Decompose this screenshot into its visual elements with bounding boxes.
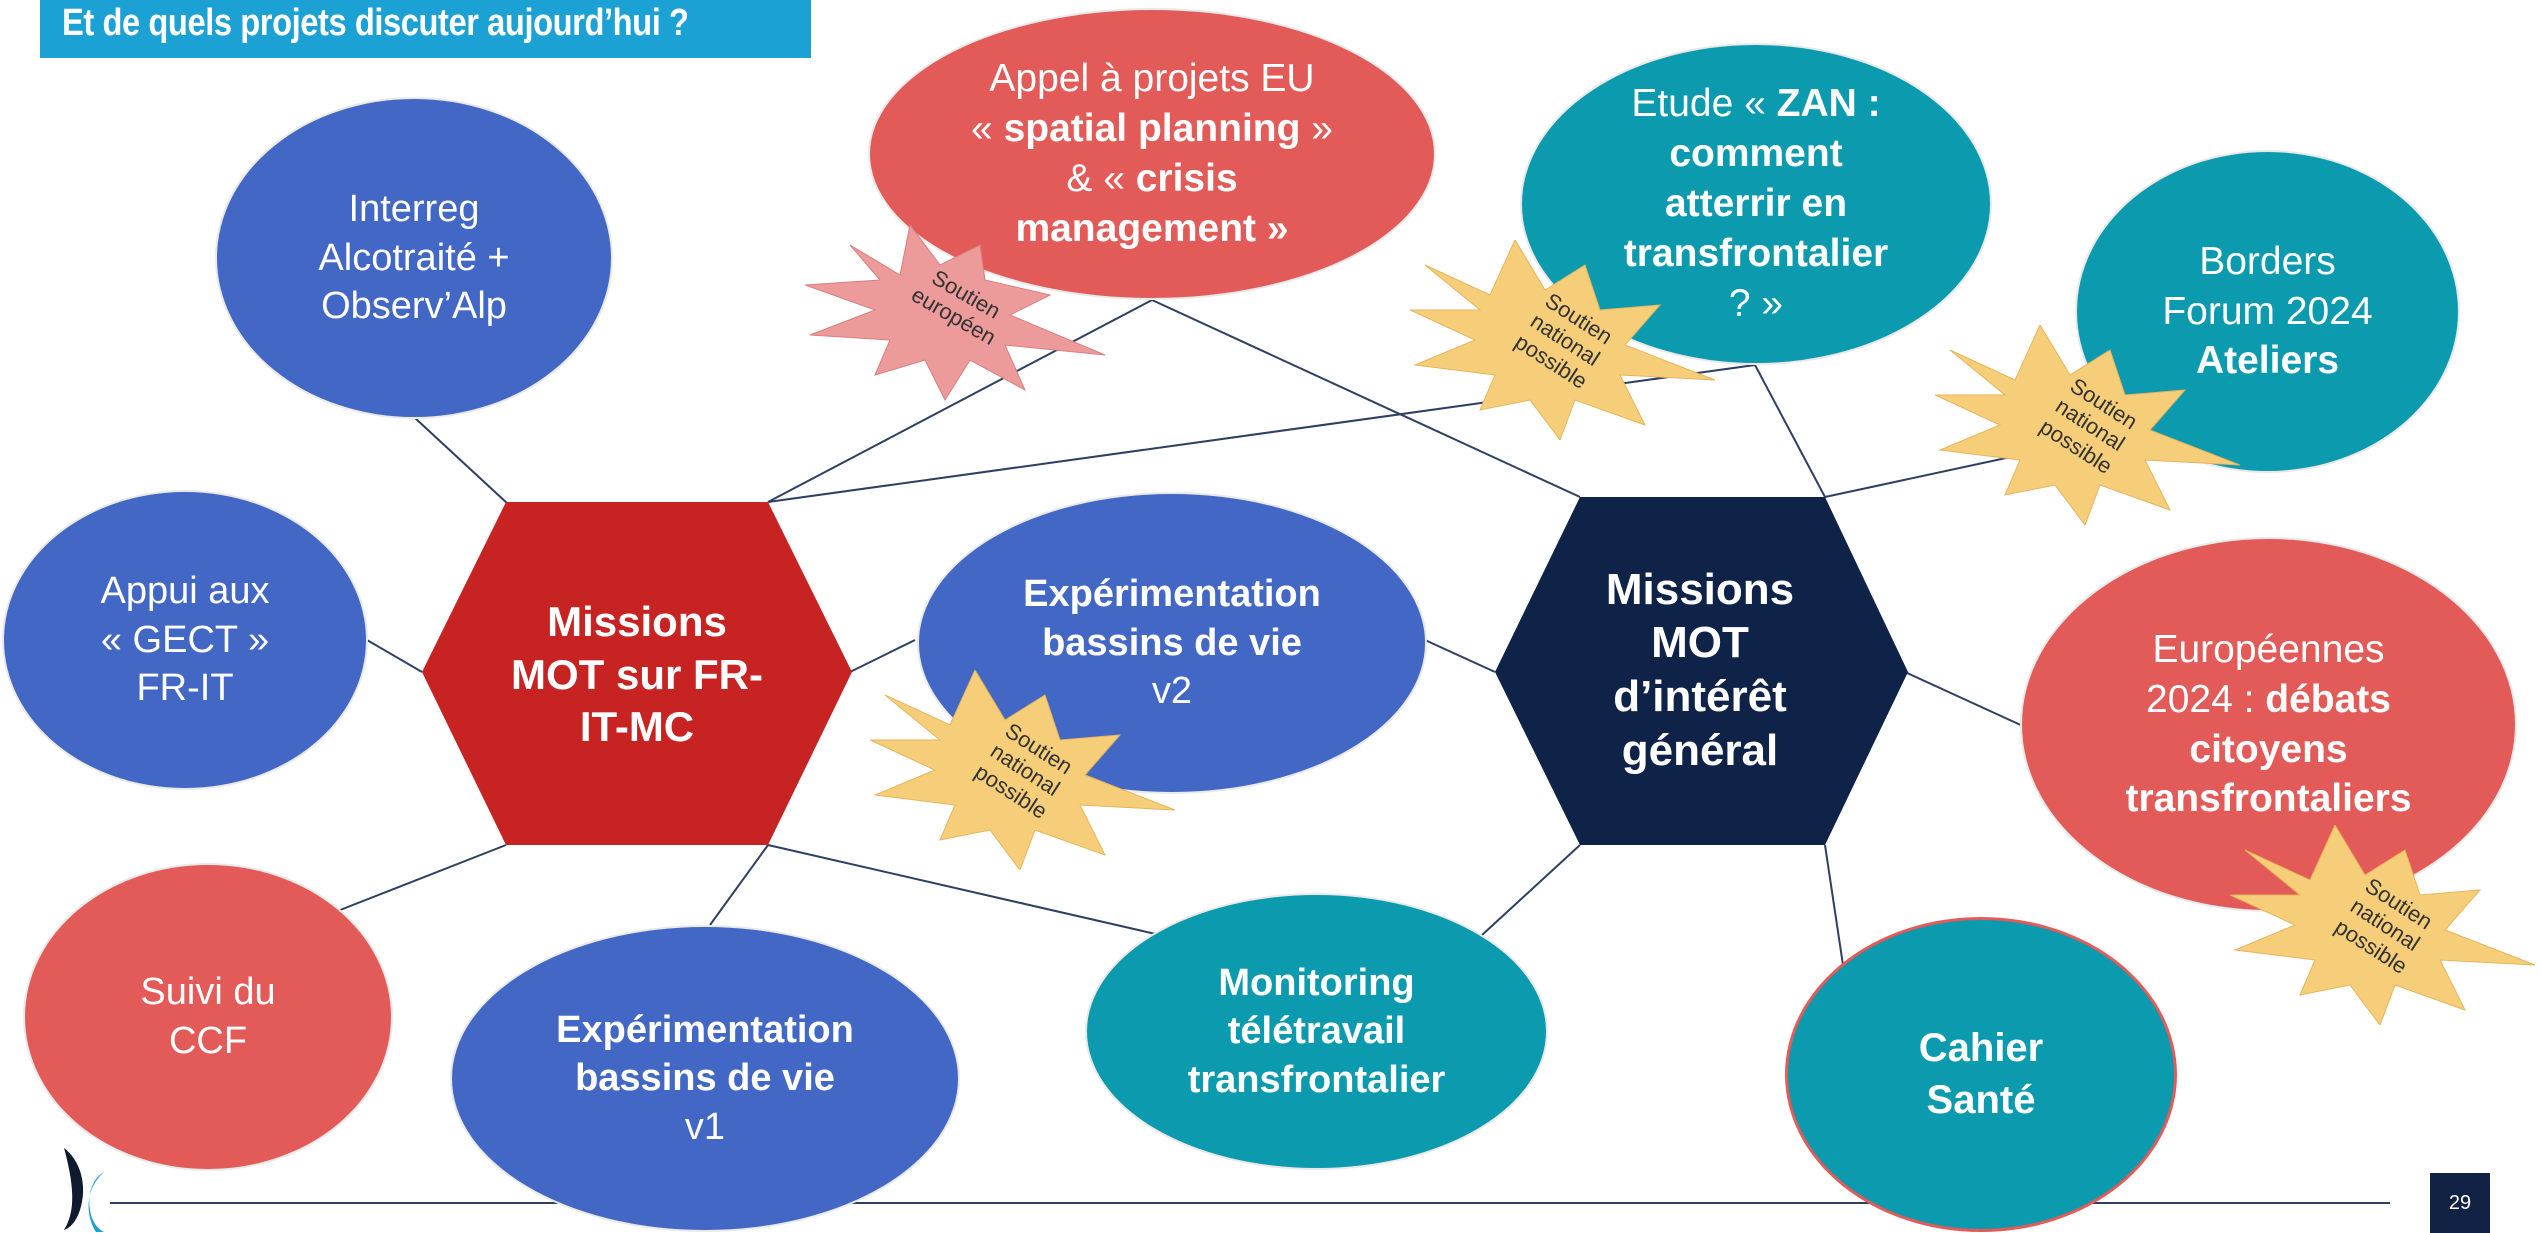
node-borders-line: Ateliers <box>2195 339 2340 383</box>
node-europeennes-text: 2024 : <box>2146 677 2266 721</box>
node-exp-v2-line: v2 <box>1151 670 1193 713</box>
hub-left-hexagon <box>422 502 852 845</box>
node-appui-line: FR-IT <box>136 667 234 710</box>
node-exp-v1-line: bassins de vie <box>575 1057 835 1100</box>
connector-line <box>767 299 1153 503</box>
node-interreg-line: Alcotraité + <box>318 236 510 279</box>
hub-left-line: MOT sur FR- <box>511 650 763 698</box>
connector-line <box>767 844 1161 936</box>
connector-line <box>334 844 507 913</box>
hub-left: Missions MOT sur FR- IT-MC <box>470 560 804 790</box>
node-exp-v2-line: Expérimentation <box>1023 573 1321 616</box>
starburst-icon <box>805 223 1106 402</box>
node-cahier-line: Cahier <box>1918 1026 2044 1071</box>
node-europeennes-line: Européennes <box>2152 627 2385 671</box>
page-title: Et de quels projets discuter aujourd’hui… <box>62 2 689 44</box>
connector-line <box>709 844 769 926</box>
node-appui-gect: Appui aux « GECT » FR-IT <box>2 490 368 790</box>
node-appel-projets-eu: Appel à projets EU « spatial planning » … <box>868 8 1436 300</box>
node-appel-text: crisis <box>1135 157 1238 200</box>
node-appui-line: « GECT » <box>100 618 270 661</box>
hub-left-line: IT-MC <box>579 703 695 751</box>
node-suivi-ccf: Suivi du CCF <box>23 863 393 1171</box>
node-borders-line: Borders <box>2199 239 2336 283</box>
node-appel-text: « <box>971 107 1004 151</box>
node-zan-text: Etude « <box>1631 82 1777 126</box>
hub-right-line: Missions <box>1605 564 1795 614</box>
connector-line <box>1904 671 2026 728</box>
node-monitoring-teletravail: Monitoring télétravail transfrontalier <box>1085 893 1548 1170</box>
node-exp-v2-line: bassins de vie <box>1042 621 1302 664</box>
hub-left-line: Missions <box>547 598 727 646</box>
connector-line <box>1151 299 1581 498</box>
node-suivi-line: Suivi du <box>140 971 276 1014</box>
starburst-icon <box>870 670 1176 870</box>
node-cahier-sante: Cahier Santé <box>1785 917 2177 1232</box>
node-exp-v1-line: v1 <box>684 1105 726 1148</box>
node-europeennes-line: citoyens <box>2189 727 2348 771</box>
node-europeennes-line: transfrontaliers <box>2125 777 2412 821</box>
node-interreg-line: Interreg <box>348 188 480 231</box>
hub-right: Missions MOT d’intérêt général <box>1540 540 1860 800</box>
connector-line <box>1481 844 1581 936</box>
hub-right-line: MOT <box>1651 618 1749 668</box>
connector-line <box>414 417 509 505</box>
node-interreg: Interreg Alcotraité + Observ’Alp <box>215 97 613 419</box>
node-exp-v1-line: Expérimentation <box>556 1008 854 1051</box>
connector-line <box>366 639 423 673</box>
node-appel-text: & « <box>1066 157 1136 200</box>
node-zan-line: transfrontalier <box>1623 231 1889 275</box>
page-number: 29 <box>2430 1173 2490 1233</box>
title-bar: Et de quels projets discuter aujourd’hui… <box>40 0 811 58</box>
starburst-icon <box>1935 325 2241 525</box>
connector-line <box>1824 844 1844 966</box>
node-interreg-line: Observ’Alp <box>321 285 507 328</box>
connector-line <box>1754 364 1826 498</box>
node-zan-line: ? » <box>1728 281 1784 325</box>
node-europeennes-2024: Européennes 2024 : débats citoyens trans… <box>2020 537 2517 912</box>
node-appui-line: Appui aux <box>100 570 270 613</box>
node-appel-text: » <box>1300 107 1333 151</box>
node-zan-line: atterrir en <box>1664 182 1848 226</box>
node-borders-line: Forum 2024 <box>2162 289 2373 333</box>
connector-line <box>1824 454 2021 498</box>
node-suivi-line: CCF <box>168 1020 248 1062</box>
hub-right-line: général <box>1621 725 1779 775</box>
node-monitoring-line: télétravail <box>1227 1010 1406 1053</box>
starburst-icon <box>1410 240 1716 440</box>
node-cahier-line: Santé <box>1926 1077 2036 1122</box>
starburst-icon <box>2230 825 2536 1025</box>
node-appel-line: management » <box>1015 206 1289 250</box>
node-appel-text: spatial planning <box>1003 107 1301 151</box>
node-zan-text: ZAN : <box>1776 82 1881 126</box>
node-europeennes-text: débats <box>2265 677 2391 721</box>
connector-line <box>1424 639 1496 673</box>
node-appel-line: Appel à projets EU <box>989 57 1315 101</box>
node-experimentation-v1: Expérimentation bassins de vie v1 <box>450 925 960 1232</box>
connector-line <box>849 639 916 673</box>
node-zan-line: comment <box>1669 132 1843 176</box>
node-monitoring-line: Monitoring <box>1218 961 1415 1004</box>
hub-right-hexagon <box>1495 497 1908 845</box>
hub-right-line: d’intérêt <box>1613 672 1787 721</box>
node-monitoring-line: transfrontalier <box>1187 1058 1446 1101</box>
